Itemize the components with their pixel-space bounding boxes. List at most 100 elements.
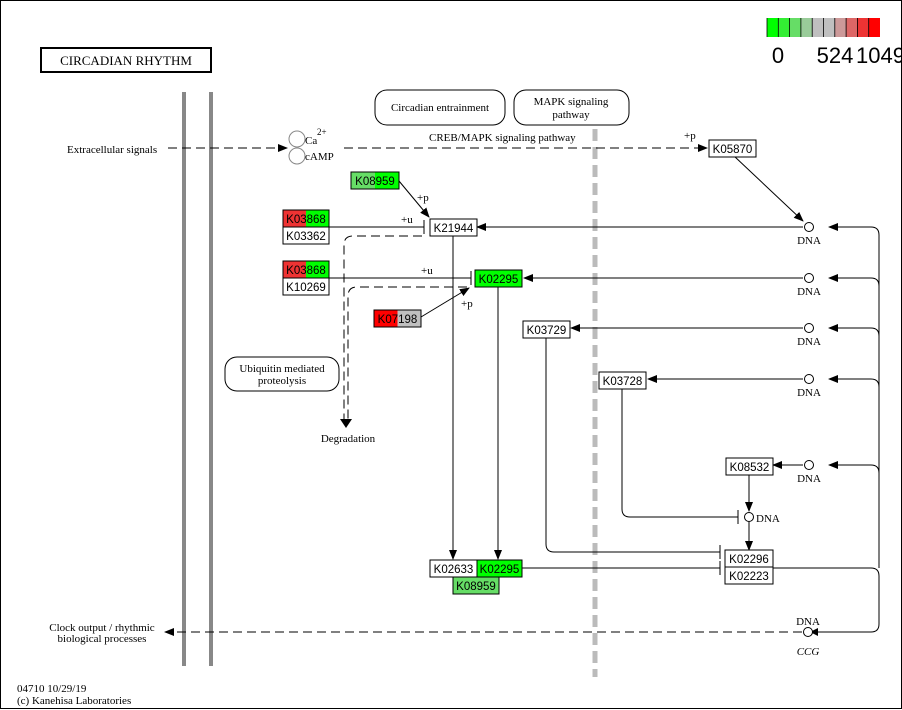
- gene-label: K03728: [603, 376, 643, 388]
- gene-label: K02223: [729, 571, 769, 583]
- gene-k10269[interactable]: K10269: [282, 277, 330, 296]
- ccg-label: CCG: [797, 646, 820, 658]
- gene-k02223[interactable]: K02223: [724, 566, 774, 585]
- dna-node: [804, 273, 814, 283]
- gene-label: K02295: [479, 274, 519, 286]
- gene-k07198[interactable]: K07198: [373, 309, 422, 328]
- feedback-branch: [870, 464, 880, 474]
- gene-border: [429, 218, 478, 237]
- gene-fill: [725, 567, 773, 584]
- k02295-degradation-path: [347, 286, 467, 421]
- dna-label: DNA: [797, 473, 821, 485]
- dna-row-k21944: DNA: [476, 222, 871, 247]
- gene-k03868[interactable]: K03868: [282, 209, 330, 228]
- gene-k03362[interactable]: K03362: [282, 226, 330, 245]
- pathway-label: proteolysis: [258, 375, 306, 387]
- k02223-to-ccg-path: [773, 567, 880, 633]
- gene-label: K08532: [730, 462, 770, 474]
- gene-fill: [351, 172, 375, 189]
- camp-label: cAMP: [305, 151, 334, 163]
- color-legend: [766, 18, 880, 37]
- legend-swatch: [767, 18, 779, 37]
- pathway-mapk-signaling[interactable]: MAPK signaling pathway: [513, 89, 630, 126]
- gene-border: [373, 309, 422, 328]
- dna-row-k02295: DNA: [523, 273, 880, 298]
- gene-k21944[interactable]: K21944: [429, 218, 478, 237]
- ca-compound-icon[interactable]: [288, 130, 306, 148]
- gene-label: K03868: [286, 214, 326, 226]
- gene-k08959[interactable]: K08959: [452, 576, 500, 595]
- gene-k03729[interactable]: K03729: [522, 320, 571, 339]
- legend-swatch: [778, 18, 790, 37]
- gene-fill: [726, 458, 773, 475]
- gene-fill: [430, 560, 477, 577]
- k03728-inhibit-path: [621, 389, 738, 518]
- ubiquitination-label: +u: [421, 265, 433, 277]
- gene-label: K02295: [480, 564, 520, 576]
- dna-label: DNA: [797, 286, 821, 298]
- gene-k08959[interactable]: K08959: [350, 171, 400, 190]
- gene-k05870[interactable]: K05870: [708, 139, 757, 158]
- camp-compound-icon[interactable]: [288, 147, 306, 165]
- gene-k02633[interactable]: K02633: [429, 559, 478, 578]
- legend-swatch: [812, 18, 824, 37]
- gene-label: K08959: [456, 581, 496, 593]
- gene-border: [725, 457, 774, 476]
- legend-swatch: [868, 18, 880, 37]
- dna-label: DNA: [796, 616, 820, 628]
- legend-swatch: [823, 18, 835, 37]
- k07198-to-k02295-arrow: [420, 287, 470, 318]
- gene-fill: [283, 261, 306, 278]
- gene-fill: [306, 261, 329, 278]
- gene-k02296[interactable]: K02296: [724, 549, 774, 568]
- gene-k02295[interactable]: K02295: [476, 559, 523, 578]
- legend-swatch: [857, 18, 869, 37]
- gene-label: K03729: [527, 325, 567, 337]
- pathway-label: pathway: [552, 109, 590, 121]
- footer-id-date: 04710 10/29/19: [17, 683, 87, 695]
- pathway-ubiquitin-proteolysis[interactable]: Ubiquitin mediated proteolysis: [224, 356, 340, 392]
- gene-border: [598, 371, 647, 390]
- gene-border: [452, 576, 500, 595]
- gene-k02295[interactable]: K02295: [474, 269, 523, 288]
- feedback-branch: [870, 378, 880, 388]
- pathway-label: MAPK signaling: [534, 96, 609, 108]
- gene-k08532[interactable]: K08532: [725, 457, 774, 476]
- dna-node: [804, 460, 814, 470]
- gene-k03728[interactable]: K03728: [598, 371, 647, 390]
- gene-fill: [374, 310, 398, 327]
- legend-swatch: [846, 18, 858, 37]
- legend-swatch: [789, 18, 801, 37]
- arrowhead: [810, 628, 818, 636]
- gene-label: K02633: [434, 564, 474, 576]
- gene-fill: [709, 140, 756, 157]
- phosphorylation-label: +p: [684, 130, 696, 142]
- gene-border: [522, 320, 571, 339]
- ca-superscript: 2+: [317, 127, 327, 137]
- legend-swatch: [800, 18, 813, 37]
- title-box: CIRCADIAN RHYTHM: [40, 47, 212, 73]
- dna-row-k03729: DNA: [570, 323, 880, 348]
- dna-node: [804, 222, 814, 232]
- pathway-circadian-entrainment[interactable]: Circadian entrainment: [374, 89, 506, 126]
- gene-border: [350, 171, 400, 190]
- k08959-to-k21944-arrow: [398, 180, 430, 218]
- pathway-label: Ubiquitin mediated: [239, 363, 325, 375]
- gene-fill: [453, 577, 499, 594]
- phosphorylation-label: +p: [417, 192, 429, 204]
- clock-output-label: biological processes: [58, 633, 147, 645]
- gene-border: [282, 226, 330, 245]
- k05870-to-dna-arrow: [733, 155, 804, 222]
- gene-label: K03362: [286, 231, 326, 243]
- gene-fill: [523, 321, 570, 338]
- degradation-label: Degradation: [321, 433, 376, 445]
- gene-label: K21944: [434, 223, 474, 235]
- feedback-branch: [870, 277, 880, 287]
- gene-fill: [599, 372, 646, 389]
- k21944-degradation-path: [343, 235, 422, 421]
- gene-fill: [475, 270, 522, 287]
- gene-fill: [397, 310, 421, 327]
- gene-k03868[interactable]: K03868: [282, 260, 330, 279]
- dna-row-k03728: DNA: [647, 374, 880, 399]
